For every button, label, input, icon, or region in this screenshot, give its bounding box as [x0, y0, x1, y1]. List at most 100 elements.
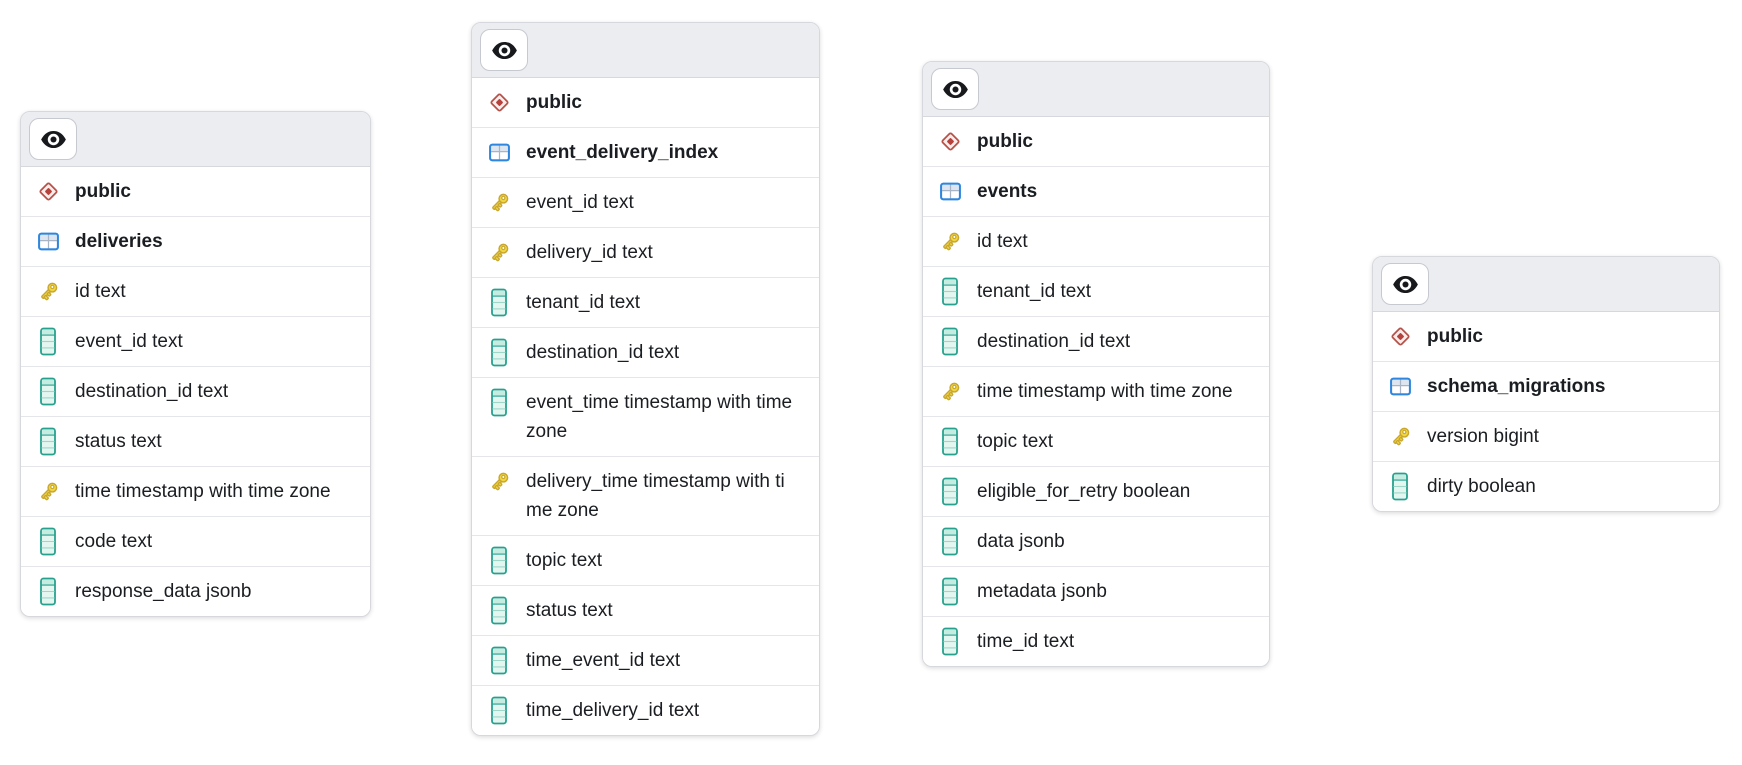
column-label: id text — [75, 281, 126, 302]
table-card-deliveries[interactable]: public deliveries id te — [20, 111, 371, 617]
column-row[interactable]: data jsonb — [923, 516, 1269, 566]
column-icon — [942, 327, 958, 356]
column-row[interactable]: delivery_time timestamp with time zone — [472, 456, 819, 535]
key-icon — [1392, 427, 1409, 446]
table-name-row[interactable]: deliveries — [21, 216, 370, 266]
column-row[interactable]: time_delivery_id text — [472, 685, 819, 735]
schema-name: public — [977, 131, 1033, 152]
column-row[interactable]: destination_id text — [21, 366, 370, 416]
schema-row[interactable]: public — [21, 167, 370, 216]
column-row[interactable]: tenant_id text — [923, 266, 1269, 316]
column-icon — [491, 646, 507, 675]
column-icon — [491, 338, 507, 367]
column-row[interactable]: eligible_for_retry boolean — [923, 466, 1269, 516]
column-row[interactable]: tenant_id text — [472, 277, 819, 327]
key-icon — [491, 243, 508, 262]
table-card-header — [1373, 257, 1719, 312]
column-row[interactable]: code text — [21, 516, 370, 566]
schema-icon — [38, 182, 58, 201]
column-label: delivery_id text — [526, 242, 653, 263]
table-card-schema_migrations[interactable]: public schema_migrations — [1372, 256, 1720, 512]
column-row[interactable]: event_id text — [472, 177, 819, 227]
table-name-row[interactable]: schema_migrations — [1373, 361, 1719, 411]
column-label: destination_id text — [526, 342, 680, 363]
key-icon — [491, 472, 508, 491]
schema-row[interactable]: public — [1373, 312, 1719, 361]
column-row[interactable]: delivery_id text — [472, 227, 819, 277]
schema-name: public — [1427, 326, 1483, 347]
visibility-toggle-button[interactable] — [1381, 263, 1429, 305]
column-label: time_delivery_id text — [526, 700, 700, 721]
column-icon — [942, 477, 958, 506]
column-icon — [491, 388, 507, 417]
column-label: event_id text — [75, 331, 183, 352]
column-row[interactable]: event_time timestamp with time zone — [472, 377, 819, 456]
column-row[interactable]: topic text — [472, 535, 819, 585]
column-row[interactable]: topic text — [923, 416, 1269, 466]
column-label: eligible_for_retry boolean — [977, 481, 1191, 502]
column-icon — [491, 596, 507, 625]
column-row[interactable]: id text — [21, 266, 370, 316]
column-icon — [40, 577, 56, 606]
visibility-toggle-button[interactable] — [29, 118, 77, 160]
column-row[interactable]: dirty boolean — [1373, 461, 1719, 511]
column-label: time timestamp with time zone — [977, 381, 1233, 402]
column-row[interactable]: version bigint — [1373, 411, 1719, 461]
column-label: dirty boolean — [1427, 476, 1536, 497]
table-icon — [1389, 377, 1411, 396]
key-icon — [942, 232, 959, 251]
table-name: deliveries — [75, 231, 163, 252]
table-name: events — [977, 181, 1038, 202]
column-label: topic text — [977, 431, 1054, 452]
table-icon — [37, 232, 59, 251]
column-label: event_time timestamp with time zone — [526, 392, 793, 442]
column-icon — [491, 288, 507, 317]
column-row[interactable]: status text — [472, 585, 819, 635]
table-card-event_delivery_index[interactable]: public event_delivery_index — [471, 22, 820, 736]
column-icon — [942, 277, 958, 306]
column-icon — [40, 377, 56, 406]
table-name-row[interactable]: events — [923, 166, 1269, 216]
column-row[interactable]: status text — [21, 416, 370, 466]
column-row[interactable]: response_data jsonb — [21, 566, 370, 616]
table-name: schema_migrations — [1427, 376, 1606, 397]
column-rows: id text event_id text destination_id tex… — [21, 266, 370, 616]
table-name-row[interactable]: event_delivery_index — [472, 127, 819, 177]
eye-icon — [40, 130, 66, 148]
schema-row[interactable]: public — [923, 117, 1269, 166]
column-row[interactable]: destination_id text — [472, 327, 819, 377]
key-icon — [942, 382, 959, 401]
column-icon — [942, 427, 958, 456]
key-icon — [40, 482, 57, 501]
visibility-toggle-button[interactable] — [480, 29, 528, 71]
table-card-events[interactable]: public events id text — [922, 61, 1270, 667]
schema-icon — [940, 132, 960, 151]
table-icon — [488, 143, 510, 162]
column-row[interactable]: destination_id text — [923, 316, 1269, 366]
schema-icon — [1390, 327, 1410, 346]
column-label: destination_id text — [75, 381, 229, 402]
column-rows: id text tenant_id text destination_id te… — [923, 216, 1269, 666]
column-label: time timestamp with time zone — [75, 481, 331, 502]
schema-icon — [489, 93, 509, 112]
column-row[interactable]: time timestamp with time zone — [21, 466, 370, 516]
column-label: time_id text — [977, 631, 1075, 652]
column-row[interactable]: id text — [923, 216, 1269, 266]
column-rows: event_id text delivery_id text tenant_id… — [472, 177, 819, 735]
column-label: status text — [75, 431, 162, 452]
column-icon — [40, 327, 56, 356]
column-label: status text — [526, 600, 613, 621]
column-row[interactable]: time timestamp with time zone — [923, 366, 1269, 416]
column-row[interactable]: event_id text — [21, 316, 370, 366]
visibility-toggle-button[interactable] — [931, 68, 979, 110]
column-icon — [491, 546, 507, 575]
schema-row[interactable]: public — [472, 78, 819, 127]
column-label: tenant_id text — [977, 281, 1092, 302]
column-row[interactable]: time_id text — [923, 616, 1269, 666]
column-row[interactable]: time_event_id text — [472, 635, 819, 685]
column-icon — [40, 427, 56, 456]
column-label: tenant_id text — [526, 292, 641, 313]
column-label: id text — [977, 231, 1028, 252]
column-row[interactable]: metadata jsonb — [923, 566, 1269, 616]
column-label: data jsonb — [977, 531, 1065, 552]
